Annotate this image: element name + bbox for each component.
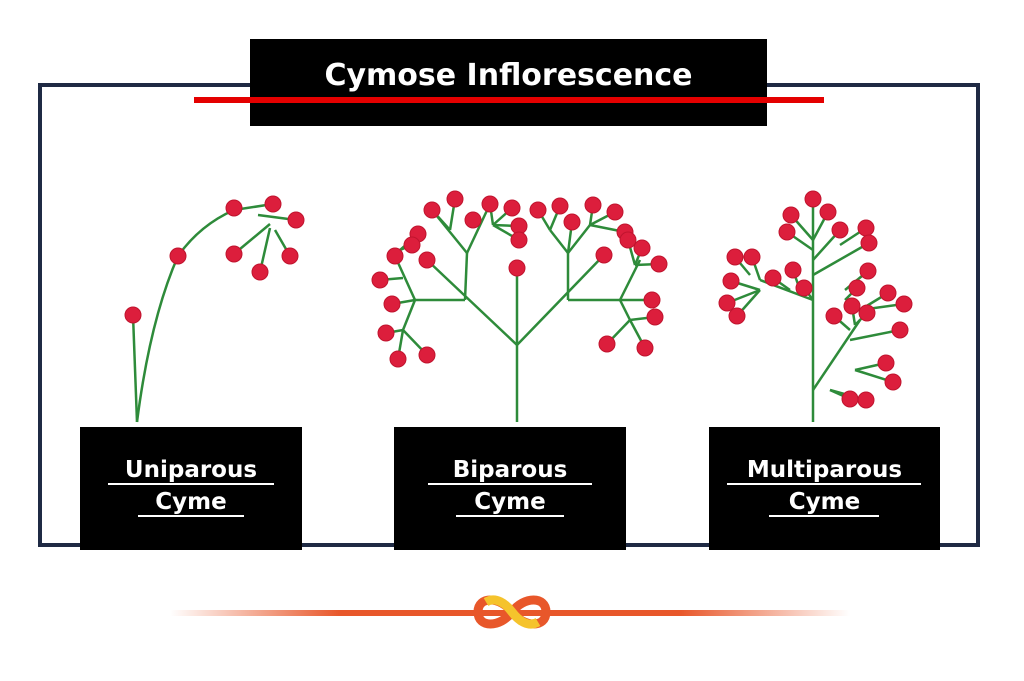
flower xyxy=(891,321,909,339)
flower xyxy=(619,231,637,249)
flower xyxy=(529,201,547,219)
flower xyxy=(287,211,305,229)
flower xyxy=(510,231,528,249)
flower xyxy=(423,201,441,219)
stem-branch xyxy=(426,259,518,346)
flower xyxy=(795,279,813,297)
label-multiparous-cyme: Multiparous Cyme xyxy=(709,427,940,550)
label-line1: Uniparous xyxy=(124,457,258,483)
stem-branch xyxy=(549,229,569,254)
stem-branch xyxy=(567,224,591,254)
flower xyxy=(843,297,861,315)
flower xyxy=(389,350,407,368)
stem-branch xyxy=(516,254,605,346)
stem-branch xyxy=(812,241,870,277)
flower xyxy=(782,206,800,224)
flower xyxy=(633,239,651,257)
flower xyxy=(857,219,875,237)
stem-branch xyxy=(465,203,492,254)
flower xyxy=(124,306,142,324)
flower xyxy=(831,221,849,239)
flower xyxy=(563,213,581,231)
label-line2: Cyme xyxy=(155,489,227,515)
flower xyxy=(728,307,746,325)
flower xyxy=(446,190,464,208)
flower xyxy=(650,255,668,273)
flower xyxy=(225,199,243,217)
label-biparous-cyme: Biparous Cyme xyxy=(394,427,626,550)
flower xyxy=(726,248,744,266)
flower xyxy=(584,196,602,214)
flower xyxy=(825,307,843,325)
flower xyxy=(371,271,389,289)
flower xyxy=(464,211,482,229)
flower xyxy=(764,269,782,287)
flower xyxy=(860,234,878,252)
flower xyxy=(481,195,499,213)
stem-branch xyxy=(401,299,417,331)
flower xyxy=(281,247,299,265)
flower xyxy=(403,236,421,254)
flower xyxy=(418,251,436,269)
flower xyxy=(879,284,897,302)
stem-branch xyxy=(135,208,235,423)
flower xyxy=(418,346,436,364)
label-line1: Biparous xyxy=(452,457,568,483)
flower xyxy=(743,248,761,266)
flower xyxy=(636,339,654,357)
stem-branch xyxy=(618,259,642,301)
stem-branch xyxy=(131,314,139,423)
flower xyxy=(503,199,521,217)
flower xyxy=(841,390,859,408)
flower xyxy=(264,195,282,213)
flower xyxy=(804,190,822,208)
label-line2: Cyme xyxy=(788,489,861,515)
flower xyxy=(895,295,913,313)
flower xyxy=(251,263,269,281)
flower xyxy=(877,354,895,372)
stem-branch xyxy=(618,299,632,321)
flower xyxy=(718,294,736,312)
flower xyxy=(595,246,613,264)
flower xyxy=(377,324,395,342)
flower xyxy=(784,261,802,279)
title-banner xyxy=(250,39,767,126)
flower xyxy=(858,304,876,322)
label-line1: Multiparous xyxy=(746,457,903,483)
page-title: Cymose Inflorescence xyxy=(324,58,693,93)
flower xyxy=(551,197,569,215)
flower xyxy=(383,295,401,313)
flower xyxy=(606,203,624,221)
flower xyxy=(848,279,866,297)
label-uniparous-cyme: Uniparous Cyme xyxy=(80,427,302,550)
flower xyxy=(643,291,661,309)
flower xyxy=(225,245,243,263)
flower xyxy=(386,247,404,265)
flower xyxy=(819,203,837,221)
infinity-logo-icon xyxy=(473,595,551,629)
flower xyxy=(884,373,902,391)
flower xyxy=(857,391,875,409)
flower xyxy=(646,308,664,326)
flower xyxy=(169,247,187,265)
label-line2: Cyme xyxy=(474,489,546,515)
stem-branch xyxy=(811,319,862,391)
flower xyxy=(508,259,526,277)
stem-branch xyxy=(463,252,469,301)
flower xyxy=(778,223,796,241)
flower xyxy=(598,335,616,353)
flower xyxy=(722,272,740,290)
title-underline xyxy=(194,97,824,103)
flower xyxy=(859,262,877,280)
